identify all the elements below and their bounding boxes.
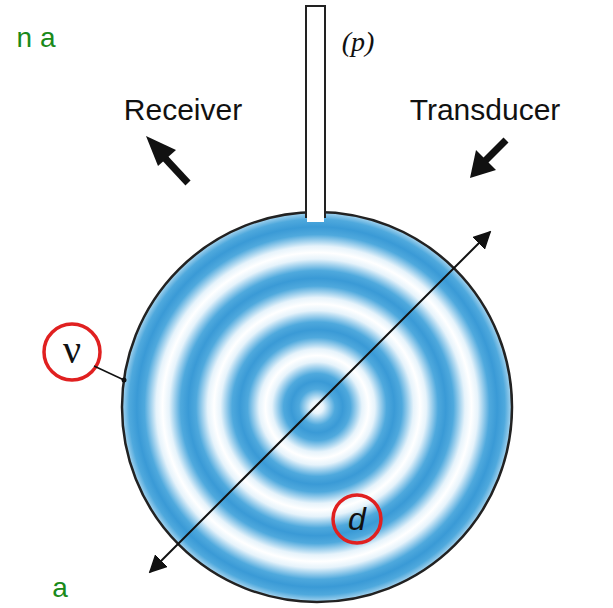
part-name: Receiver <box>124 95 242 125</box>
leader-dot <box>122 378 127 383</box>
diameter-symbol: d <box>348 503 366 535</box>
transducer-arrow <box>470 140 506 178</box>
leader-line <box>94 366 124 380</box>
frequency-symbol: ν <box>63 330 81 370</box>
inlet-tube <box>306 6 325 218</box>
receiver-arrow <box>146 136 188 183</box>
highlight-circle <box>333 495 381 543</box>
highlight-circle <box>44 324 100 380</box>
diameter-arrow <box>150 232 490 572</box>
pressure-label: (p) <box>342 28 375 56</box>
cut-off-text: n a <box>17 24 56 52</box>
resonator-sphere <box>122 212 512 602</box>
cut-off-text: a <box>52 574 68 602</box>
part-name: Transducer <box>410 95 561 125</box>
tube-opening <box>307 206 324 222</box>
